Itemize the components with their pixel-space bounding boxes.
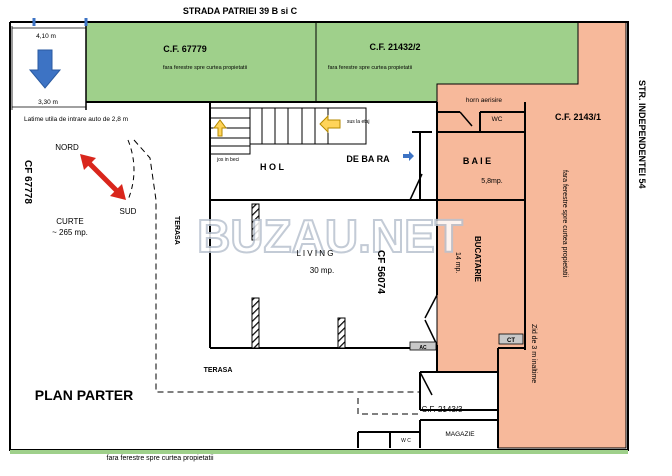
no-windows-3: fara ferestre spre curtea propietatii	[561, 170, 568, 277]
label-cf-67778: CF 67778	[22, 160, 33, 204]
entry-arrow	[28, 49, 62, 89]
label-cf-21432: C.F. 21432/2	[369, 42, 420, 52]
terasa-vertical: TERASA	[173, 216, 180, 245]
label-cf-2143-3: C.F. 2143/3	[422, 405, 463, 414]
plot-cf-2143-1	[436, 21, 627, 449]
wall-height: Zid de 3 m inaltime	[530, 324, 537, 383]
room-living: L I V I N G	[296, 249, 333, 258]
stairs	[209, 107, 367, 155]
street-right: STR. INDEPENDENTEI 54	[637, 80, 647, 189]
horn: horn aerisire	[466, 97, 503, 104]
room-bucatarie: BUCATARIE	[473, 236, 482, 283]
room-hol: H O L	[260, 162, 285, 172]
baie-area: 5,8mp.	[481, 178, 502, 185]
up-floor: sus la etaj	[347, 119, 370, 125]
label-ct: CT	[507, 338, 515, 344]
street-top: STRADA PATRIEI 39 B si C	[183, 6, 298, 16]
plot-cf-21432-ext	[437, 22, 578, 84]
dim-4-10: 4,10 m	[36, 33, 56, 40]
label-nord: NORD	[55, 143, 79, 152]
up-arrow	[319, 114, 341, 134]
debara-arrow	[403, 151, 414, 161]
dim-3-30: 3,30 m	[38, 99, 58, 106]
access-width: Latime utila de intrare auto de 2,8 m	[24, 116, 128, 123]
label-cf-56074: CF 56074	[375, 250, 386, 294]
wc-upper: WC	[492, 116, 503, 123]
plan-title: PLAN PARTER	[35, 387, 134, 403]
orientation-arrow	[80, 154, 126, 200]
label-sud: SUD	[120, 207, 137, 216]
label-ac: AC	[419, 345, 427, 351]
label-curte: CURTE	[56, 217, 83, 226]
living-area: 30 mp.	[310, 266, 334, 275]
label-cf-2143-1: C.F. 2143/1	[555, 112, 601, 122]
wc-lower: W C	[401, 438, 411, 444]
bucatarie-area: 14 mp.	[454, 252, 461, 273]
room-magazie: MAGAZIE	[445, 431, 475, 438]
curte-area: ~ 265 mp.	[52, 228, 88, 237]
room-debara: DE BA RA	[346, 154, 390, 164]
watermark: BUZAU.NET	[197, 210, 463, 262]
terasa-bottom: TERASA	[204, 367, 233, 374]
plot-cf-67779	[85, 21, 317, 103]
bottom-strip	[10, 450, 628, 454]
room-baie: B A I E	[463, 156, 491, 166]
no-windows-bottom: fara ferestre spre curtea propietatii	[107, 455, 214, 462]
down-cellar: jos in beci	[216, 157, 239, 163]
no-windows-2: fara ferestre spre curtea propietatii	[328, 65, 412, 71]
label-cf-67779: C.F. 67779	[163, 44, 207, 54]
down-arrow	[213, 119, 227, 137]
no-windows-1: fara ferestre spre curtea propietatii	[163, 65, 247, 71]
